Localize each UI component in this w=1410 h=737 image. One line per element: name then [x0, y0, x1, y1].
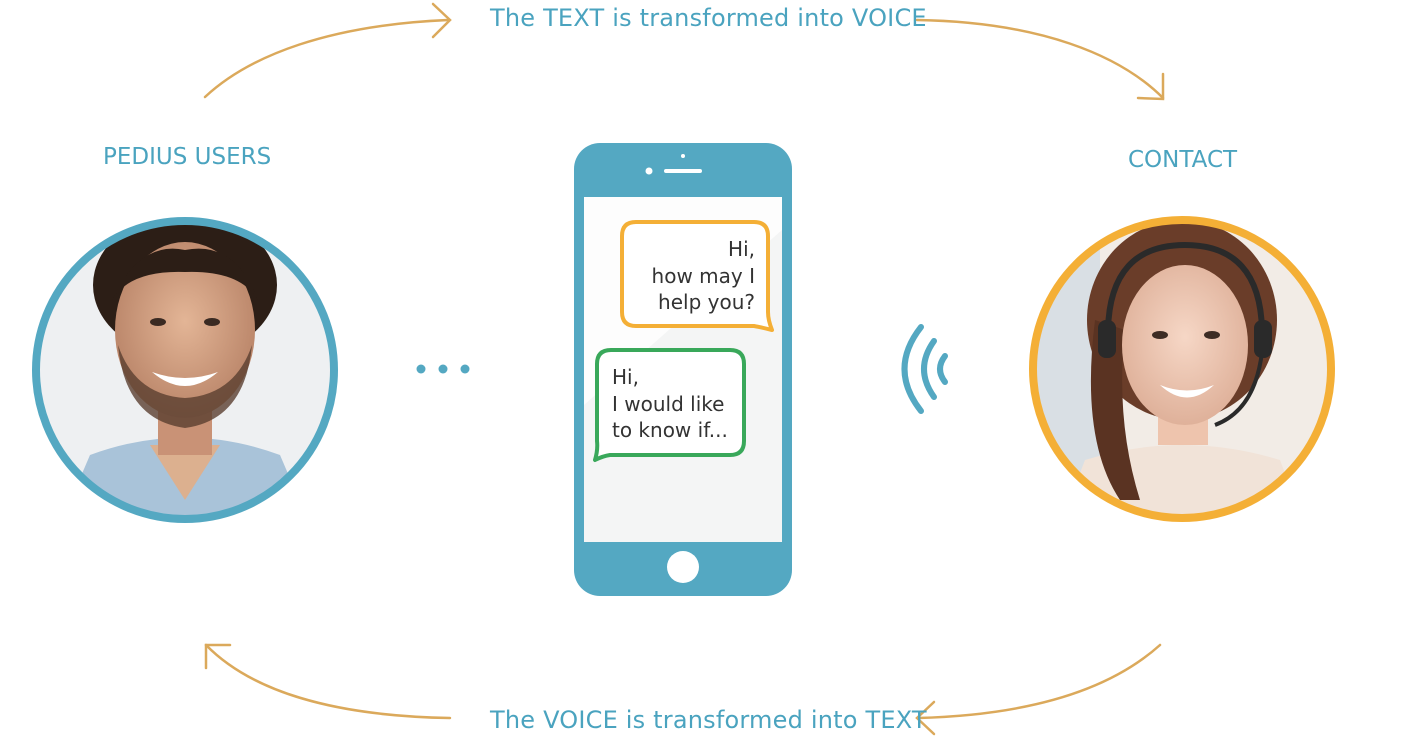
top-caption: The TEXT is transformed into VOICE	[490, 4, 927, 32]
users-label: PEDIUS USERS	[103, 144, 272, 170]
user-avatar	[32, 217, 338, 523]
phone-home-button	[667, 551, 699, 583]
outgoing-bubble-text: Hi, I would like to know if...	[612, 365, 728, 442]
bottom-caption: The VOICE is transformed into TEXT	[490, 706, 927, 734]
outgoing-bubble	[593, 348, 746, 462]
sound-waves-icon	[901, 324, 948, 414]
ellipsis-dots-icon	[416, 364, 470, 374]
top-right-arc-arrow	[915, 18, 1165, 101]
incoming-bubble	[620, 220, 774, 332]
bottom-right-arc-arrow	[915, 643, 1162, 736]
incoming-bubble-text: Hi, how may I help you?	[651, 237, 755, 314]
contact-avatar	[1029, 216, 1335, 522]
contact-label: CONTACT	[1128, 147, 1238, 173]
bottom-left-arc-arrow	[204, 643, 452, 720]
top-left-arc-arrow	[203, 2, 452, 99]
